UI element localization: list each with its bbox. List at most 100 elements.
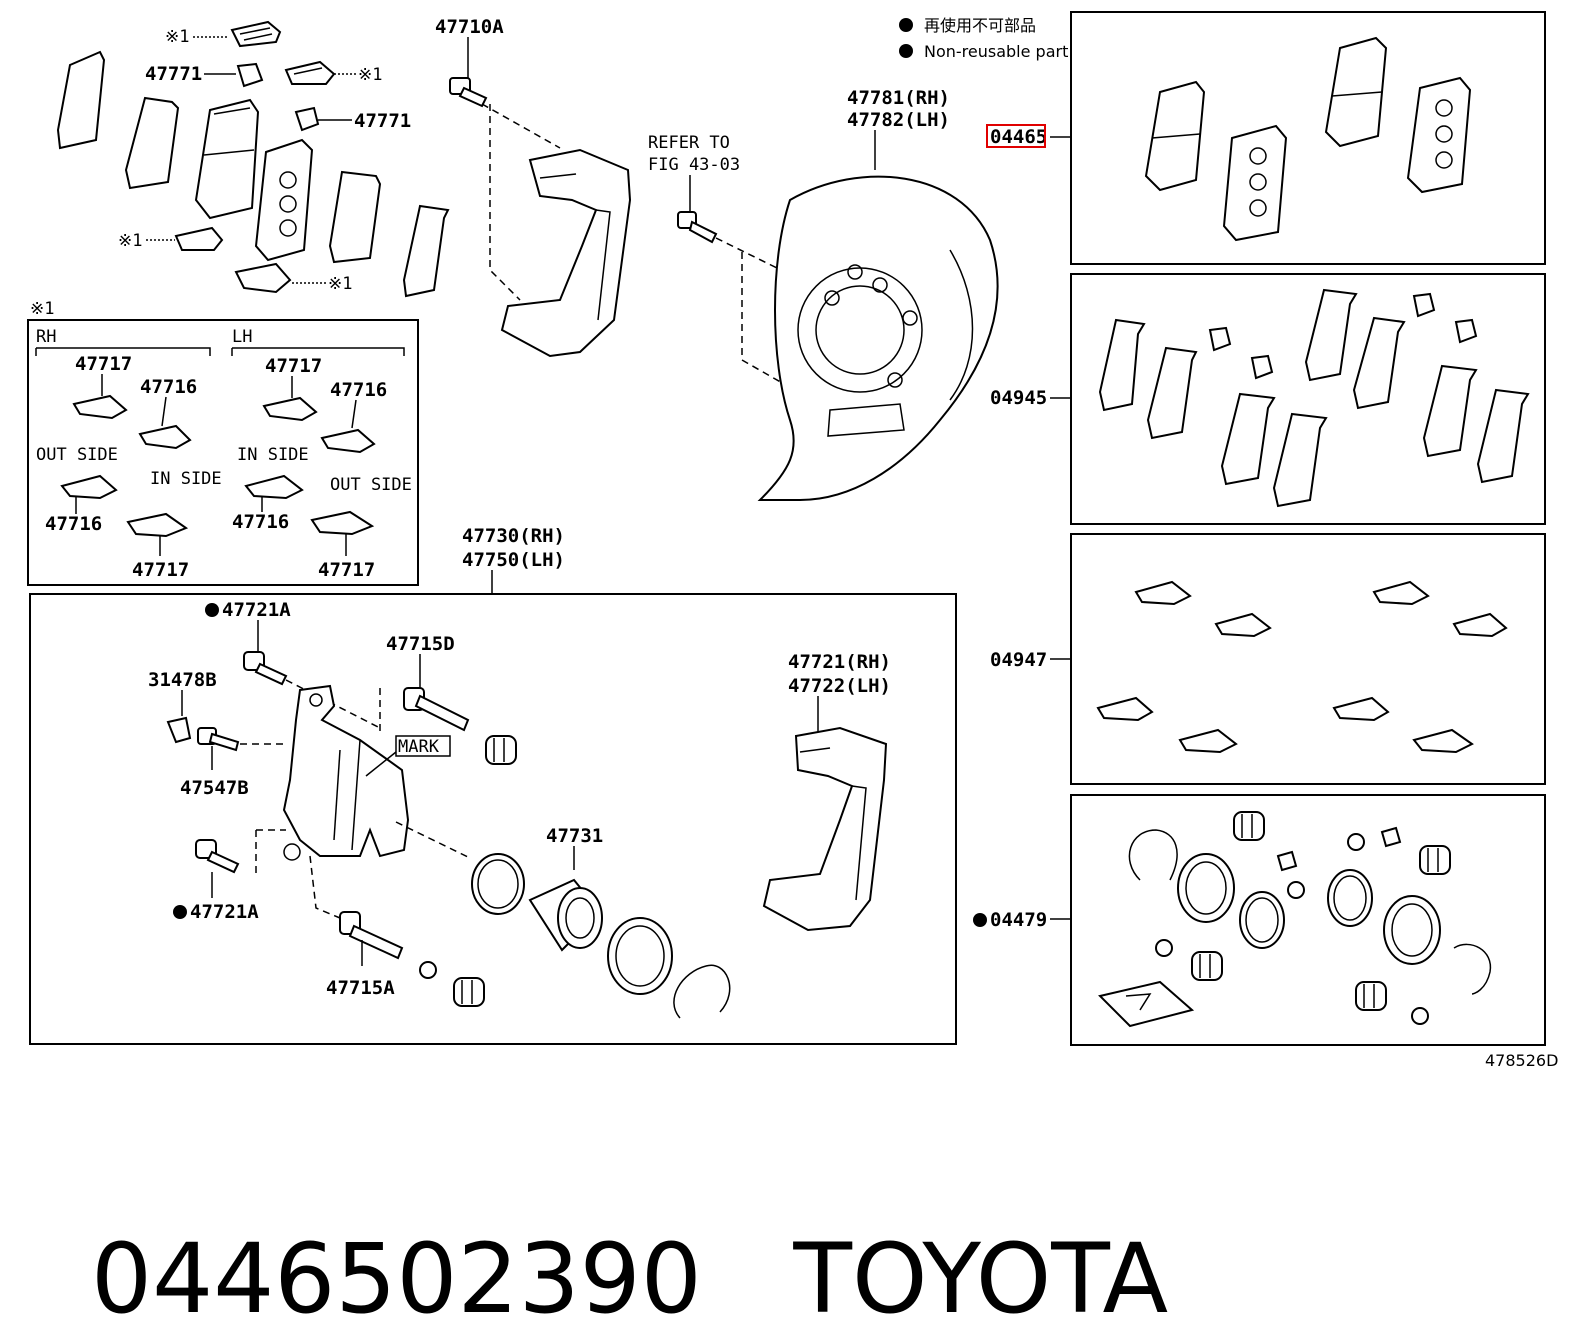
label-star1-bottom: ※1 — [328, 274, 352, 294]
label-47715A: 47715A — [326, 977, 395, 999]
non-reusable-dot — [899, 18, 913, 32]
pin-boot — [1419, 845, 1451, 875]
piston-boot — [1177, 853, 1235, 923]
pin-boot — [1191, 951, 1223, 981]
kit-box-04465 — [1070, 11, 1546, 265]
shim-clip — [310, 510, 375, 536]
inset-lh-47717-top: 47717 — [265, 355, 322, 377]
label-star1-mid: ※1 — [118, 231, 142, 251]
label-04465: 04465 — [990, 126, 1047, 148]
anti-squeal-clip — [1454, 318, 1478, 344]
brake-pad-outer — [1324, 36, 1388, 148]
inset-lh: LH — [232, 327, 252, 347]
label-47731: 47731 — [546, 825, 603, 847]
legend-en: Non-reusable part — [924, 42, 1068, 61]
brake-pad-shim — [1220, 392, 1276, 486]
label-47721A-bottom: 47721A — [190, 901, 259, 923]
non-reusable-dot — [899, 44, 913, 58]
pin-boot — [1355, 981, 1387, 1011]
mark-text: MARK — [398, 737, 440, 757]
inset-lh-47716-bottom: 47716 — [232, 511, 289, 533]
grease-pack — [1098, 980, 1195, 1028]
shim-clip — [138, 424, 192, 450]
shim-clip — [1134, 580, 1192, 606]
label-04945: 04945 — [990, 387, 1047, 409]
brake-pad-shim — [1422, 364, 1478, 458]
pin-boot — [1233, 811, 1265, 841]
label-47750: 47750(LH) — [462, 549, 565, 571]
non-reusable-dot — [205, 603, 219, 617]
kit-box-04945 — [1070, 273, 1546, 525]
pin-boot — [453, 977, 485, 1007]
brake-pad-shim — [402, 204, 450, 298]
brand-name: TOYOTA — [793, 1223, 1169, 1335]
brake-pad-outer — [194, 98, 260, 220]
brake-pad-inner — [1406, 76, 1472, 194]
bleeder-plug — [197, 727, 240, 752]
brake-pad-inner — [254, 138, 314, 262]
caliper-mounting-bracket — [762, 726, 888, 932]
bush — [1347, 833, 1365, 851]
anti-squeal-clip — [294, 106, 320, 132]
inset-star: ※1 — [30, 299, 54, 319]
part-number: 0446502390 — [91, 1223, 702, 1335]
inset-lh-in-side: IN SIDE — [237, 445, 309, 465]
shim-clip — [320, 428, 376, 454]
anti-squeal-clip — [1208, 326, 1232, 352]
disc-brake-dust-shield — [757, 175, 999, 501]
caliper-mounting-bracket — [500, 148, 632, 358]
highlight-box — [986, 124, 1046, 148]
label-47781: 47781(RH) — [847, 87, 950, 109]
mark-box — [395, 735, 451, 757]
label-47771-left: 47771 — [145, 63, 202, 85]
shim-clip — [126, 512, 189, 538]
shim-clip — [234, 262, 292, 294]
brake-pad-shim — [1146, 346, 1198, 440]
anti-squeal-clip — [236, 62, 264, 88]
inset-rh-out-side: OUT SIDE — [36, 445, 118, 465]
label-47722: 47722(LH) — [788, 675, 891, 697]
set-ring — [673, 964, 731, 1019]
label-47721A-top: 47721A — [222, 599, 291, 621]
brake-pad-outer — [1144, 80, 1206, 192]
kit-box-04479 — [1070, 794, 1546, 1046]
brake-pad-inner — [1222, 124, 1288, 242]
slide-pin — [339, 911, 404, 960]
label-47710A: 47710A — [435, 16, 504, 38]
brake-pad-shim — [1304, 288, 1358, 382]
inset-box — [27, 319, 419, 586]
label-47721: 47721(RH) — [788, 651, 891, 673]
refer-text-1: REFER TO — [648, 133, 730, 153]
shield-bolt — [677, 211, 718, 244]
piston-seal — [1239, 891, 1285, 949]
shim-clip — [262, 396, 318, 422]
shim-clip — [72, 394, 128, 420]
bush — [419, 961, 437, 979]
label-47547B: 47547B — [180, 777, 249, 799]
set-ring — [1128, 829, 1178, 881]
shim-clip — [1372, 580, 1430, 606]
shim-clip — [1178, 728, 1238, 754]
shim-clip — [1214, 612, 1272, 638]
caliper-cylinder — [282, 684, 410, 861]
brake-pad-shim — [56, 50, 106, 150]
shim-clip — [244, 474, 304, 500]
inset-rh-47717-top: 47717 — [75, 353, 132, 375]
mounting-bolt — [449, 77, 488, 108]
bleeder-bolt — [195, 839, 240, 874]
set-ring — [1453, 943, 1492, 995]
bush — [1411, 1007, 1429, 1025]
inset-rh-47717-bottom: 47717 — [132, 559, 189, 581]
inset-lh-47717-bottom: 47717 — [318, 559, 375, 581]
shim-clip — [230, 20, 282, 48]
piston-boot — [607, 917, 673, 995]
brake-pad-shim — [1476, 388, 1530, 484]
shim-clip — [60, 474, 118, 500]
inset-rh-in-side: IN SIDE — [150, 469, 222, 489]
anti-squeal-clip — [1380, 826, 1402, 848]
shim-clip — [1332, 696, 1390, 722]
label-47771-right: 47771 — [354, 110, 411, 132]
bush — [1287, 881, 1305, 899]
anti-squeal-clip — [1250, 354, 1274, 380]
